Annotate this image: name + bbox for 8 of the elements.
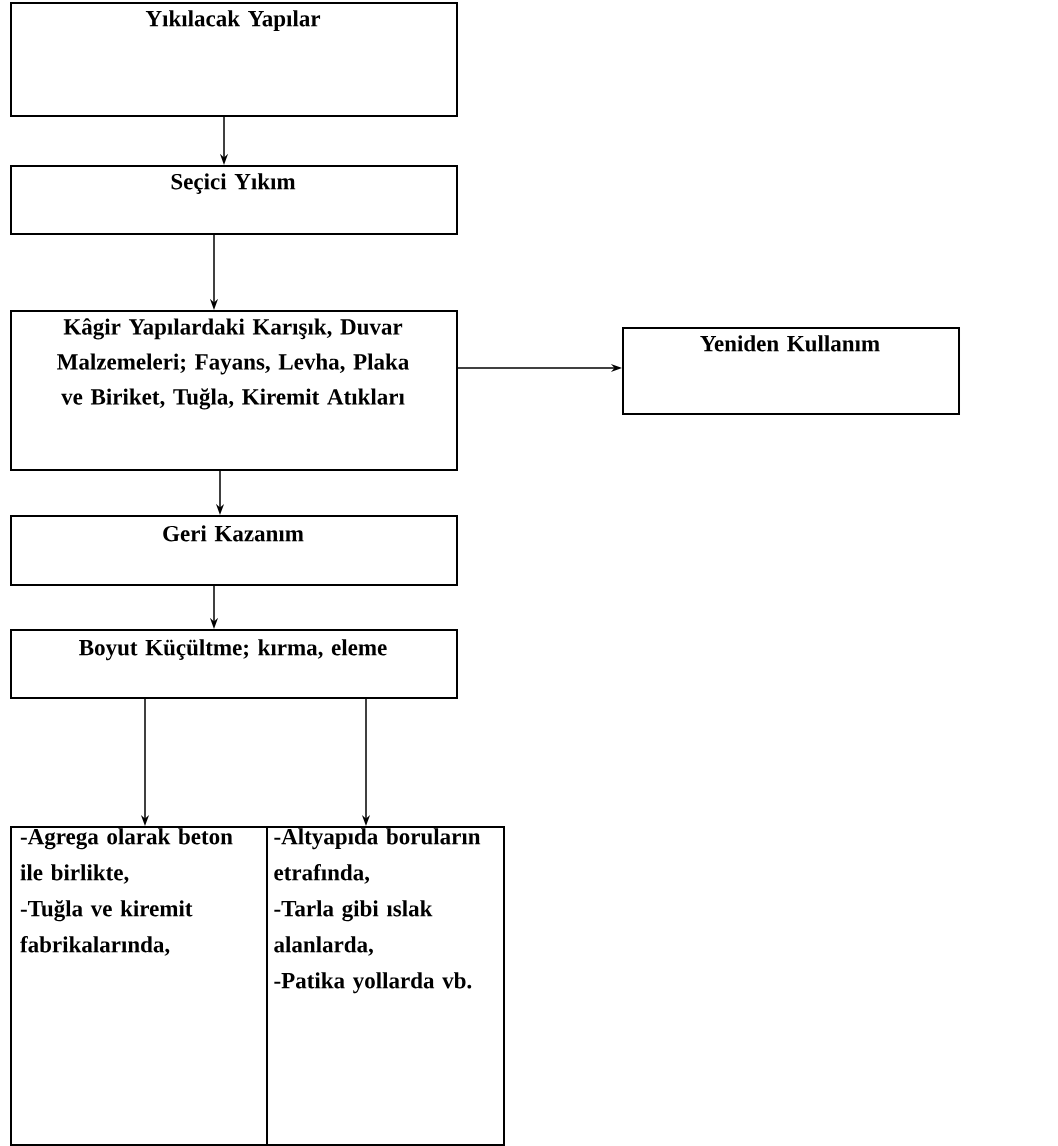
process-box: Boyut Küçültme; kırma, eleme (10, 629, 458, 699)
process-box: Yeniden Kullanım (622, 327, 960, 415)
process-box: Seçici Yıkım (10, 165, 458, 235)
process-box: -Altyapıda boruların etrafında, -Tarla gibi ıslak alanlarda, -Patika yollarda vb. (266, 826, 505, 1146)
process-box: -Agrega olarak beton ile birlikte, -Tuğla ve kiremit fabrikalarında, (10, 826, 268, 1146)
process-box: Kâgir Yapılardaki Karışık, Duvar Malzemeleri; Fayans, Levha, Plaka ve Biriket, Tuğla, Kiremit Atıkları (10, 310, 458, 471)
process-box: Yıkılacak Yapılar (10, 2, 458, 117)
process-box: Geri Kazanım (10, 515, 458, 586)
